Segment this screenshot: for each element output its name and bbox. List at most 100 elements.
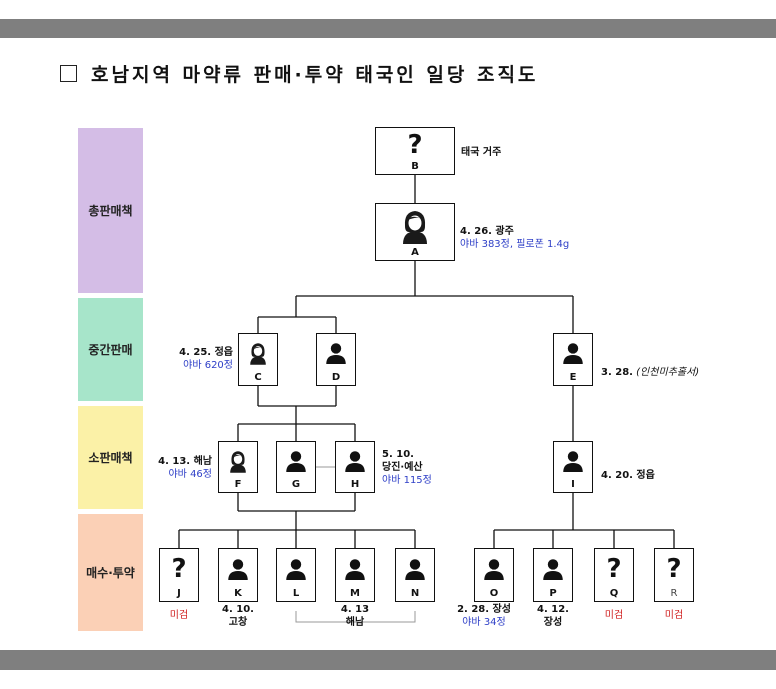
bottom-gray-bar: [0, 650, 776, 670]
node-R: ?R: [654, 548, 694, 602]
person-icon: [336, 442, 374, 479]
annotation-seizure: 야바 34정: [462, 617, 506, 628]
annotation-R: 미검: [654, 609, 694, 622]
annotation-location: 고창: [228, 617, 248, 628]
female-person-icon: [219, 442, 257, 479]
title-row: 호남지역 마약류 판매·투약 태국인 일당 조직도: [60, 60, 538, 87]
node-label: R: [670, 588, 678, 599]
node-label: L: [292, 588, 300, 599]
band-label: 매수·투약: [86, 566, 135, 580]
node-label: D: [331, 372, 341, 383]
annotation-seizure: 야바 383정, 필로폰 1.4g: [460, 239, 570, 250]
question-mark-icon: ?: [595, 549, 633, 588]
node-label: Q: [609, 588, 619, 599]
node-J: ?J: [159, 548, 199, 602]
annotation-text: 4. 10.: [222, 604, 254, 615]
annotation-unarrested: 미검: [169, 610, 189, 621]
annotation-P: 4. 12. 장성: [528, 603, 578, 629]
question-glyph: ?: [407, 129, 423, 160]
band-label: 총판매책: [88, 204, 133, 218]
question-glyph: ?: [171, 553, 187, 584]
node-label: H: [350, 479, 360, 490]
band-middle-dealer: 중간판매: [78, 298, 143, 401]
node-I: I: [553, 441, 593, 493]
annotation-unarrested: 미검: [664, 610, 684, 621]
female-person-icon: [376, 204, 454, 247]
node-H: H: [335, 441, 375, 493]
annotation-text: 4. 12.: [537, 604, 569, 615]
node-label: J: [177, 588, 181, 599]
annotation-I: 4. 20. 정읍: [601, 469, 655, 482]
female-person-icon: [239, 334, 277, 372]
annotation-O: 2. 28. 장성 야바 34정: [446, 603, 522, 629]
annotation-C: 4. 25. 정읍 야바 620정: [175, 346, 233, 372]
node-A: A: [375, 203, 455, 261]
annotation-seizure: 야바 620정: [183, 360, 233, 371]
annotation-text: 4. 25. 정읍: [179, 347, 233, 358]
node-K: K: [218, 548, 258, 602]
annotation-J: 미검: [159, 609, 199, 622]
top-gray-bar: [0, 19, 776, 38]
person-icon: [554, 334, 592, 372]
band-label: 중간판매: [88, 343, 133, 357]
annotation-text: 4. 26. 광주: [460, 226, 514, 237]
annotation-location: 장성: [543, 617, 563, 628]
node-L: L: [276, 548, 316, 602]
node-label: B: [411, 161, 419, 172]
node-label: E: [569, 372, 577, 383]
annotation-text: 4. 13. 해남: [158, 456, 212, 467]
annotation-K: 4. 10. 고창: [213, 603, 263, 629]
node-C: C: [238, 333, 278, 386]
node-Q: ?Q: [594, 548, 634, 602]
annotation-text: 태국 거주: [461, 147, 502, 158]
node-F: F: [218, 441, 258, 493]
annotation-text: 4. 13: [340, 604, 370, 615]
annotation-LMN: 4. 13 해남: [330, 603, 380, 629]
node-E: E: [553, 333, 593, 386]
node-P: P: [533, 548, 573, 602]
node-label: F: [234, 479, 242, 490]
node-label: A: [411, 247, 419, 258]
annotation-B: 태국 거주: [461, 146, 501, 159]
person-icon: [336, 549, 374, 588]
band-chief-dealer: 총판매책: [78, 128, 143, 293]
question-glyph: ?: [666, 553, 682, 584]
question-mark-icon: ?: [160, 549, 198, 588]
band-label: 소판매책: [88, 451, 133, 465]
annotation-text: 5. 10.: [382, 449, 414, 460]
annotation-agency: (인천미추홀서): [636, 367, 700, 378]
annotation-seizure: 야바 46정: [168, 469, 212, 480]
node-G: G: [276, 441, 316, 493]
band-buyer-user: 매수·투약: [78, 514, 143, 631]
node-label: M: [350, 588, 360, 599]
node-label: P: [549, 588, 557, 599]
annotation-Q: 미검: [594, 609, 634, 622]
node-O: O: [474, 548, 514, 602]
page-title: 호남지역 마약류 판매·투약 태국인 일당 조직도: [91, 64, 539, 86]
annotation-location: 당진·예산: [382, 462, 423, 473]
node-M: M: [335, 548, 375, 602]
node-label: G: [291, 479, 301, 490]
person-icon: [396, 549, 434, 588]
band-small-dealer: 소판매책: [78, 406, 143, 509]
person-icon: [277, 549, 315, 588]
node-label: K: [234, 588, 242, 599]
node-label: N: [410, 588, 420, 599]
person-icon: [219, 549, 257, 588]
question-glyph: ?: [606, 553, 622, 584]
node-B: ?B: [375, 127, 455, 175]
annotation-text: 4. 20. 정읍: [601, 470, 655, 481]
question-mark-icon: ?: [376, 128, 454, 161]
person-icon: [317, 334, 355, 372]
annotation-seizure: 야바 115정: [382, 475, 432, 486]
person-icon: [554, 442, 592, 479]
person-icon: [475, 549, 513, 588]
annotation-H: 5. 10. 당진·예산 야바 115정: [382, 448, 432, 487]
person-icon: [534, 549, 572, 588]
annotation-unarrested: 미검: [604, 610, 624, 621]
question-mark-icon: ?: [655, 549, 693, 588]
node-D: D: [316, 333, 356, 386]
person-icon: [277, 442, 315, 479]
annotation-A: 4. 26. 광주 야바 383정, 필로폰 1.4g: [460, 225, 569, 251]
